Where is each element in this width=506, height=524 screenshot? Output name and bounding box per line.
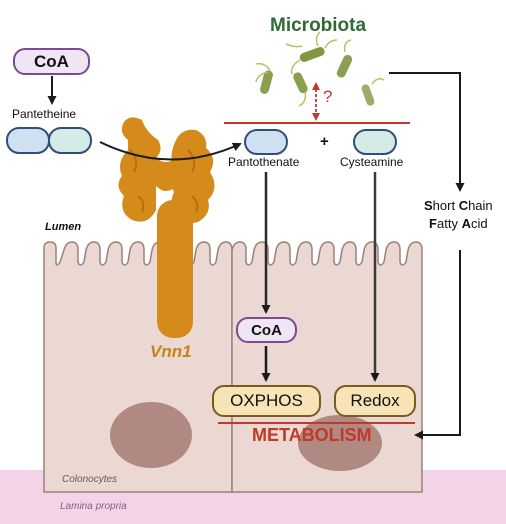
metabolism-label: METABOLISM [252, 425, 372, 445]
lumen-label: Lumen [45, 221, 82, 233]
hydrolysis-arrow [99, 141, 242, 161]
pantetheine-half-2 [48, 127, 92, 154]
plus-sign: + [320, 133, 329, 150]
scfa-initial-a: A [461, 215, 471, 231]
scfa-initial-f: F [429, 215, 437, 231]
lamina-propria-label: Lamina propria [60, 501, 127, 512]
scfa-to-metabolism-arrow [414, 250, 461, 440]
nucleus-left [110, 402, 192, 468]
coa-mid-box: CoA [236, 317, 297, 343]
pantetheine-label: Pantetheine [12, 107, 77, 121]
scfa-initial-s: S [424, 198, 433, 213]
vnn1-label: Vnn1 [150, 342, 192, 361]
question-mark: ? [323, 87, 333, 106]
colonocytes-label: Colonocytes [62, 474, 118, 485]
oxphos-box: OXPHOS [212, 385, 321, 417]
scfa-word-atty: atty [437, 215, 462, 231]
pantothenate-pill [244, 129, 288, 155]
scfa-label: Short Chain Fatty Acid [424, 197, 493, 232]
redox-box: Redox [334, 385, 416, 417]
coa-top-box: CoA [13, 48, 90, 75]
scfa-word-hain: hain [468, 198, 493, 213]
scfa-word-cid: cid [470, 215, 488, 231]
cysteamine-label: Cysteamine [340, 155, 404, 169]
microbiota-bacteria [255, 31, 385, 107]
cysteamine-pill [353, 129, 397, 155]
scfa-word-hort: hort [432, 198, 459, 213]
scfa-initial-c: C [458, 198, 469, 213]
nucleus-right [298, 415, 382, 471]
microbiota-label: Microbiota [270, 15, 367, 36]
pantetheine-half-1 [6, 127, 50, 154]
vnn1-enzyme [118, 117, 215, 338]
microbiota-to-scfa-arrow [389, 72, 465, 192]
pantothenate-label: Pantothenate [228, 155, 300, 169]
